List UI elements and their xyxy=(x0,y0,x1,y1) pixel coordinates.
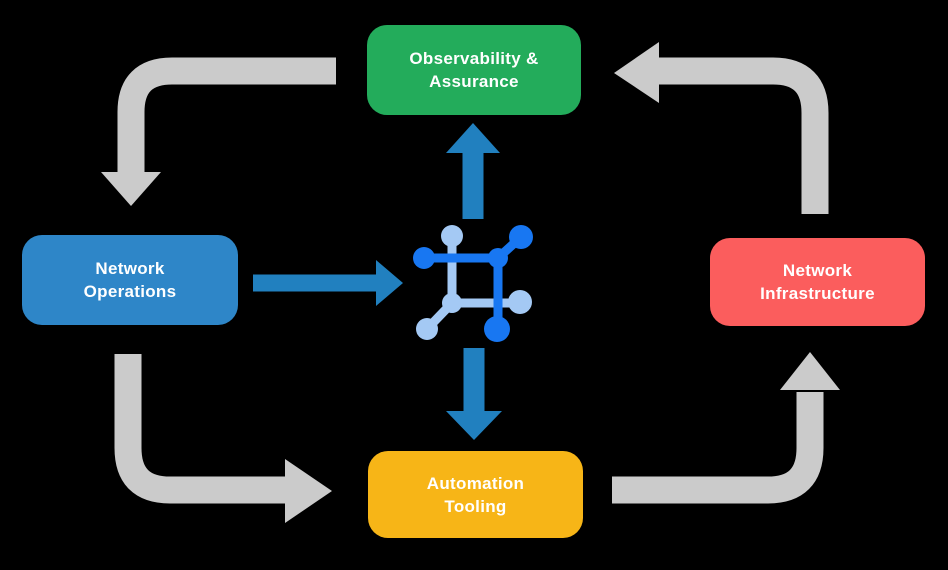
node-label-line: Assurance xyxy=(429,72,519,91)
node-network-operations: Network Operations xyxy=(22,235,238,325)
node-automation-tooling: Automation Tooling xyxy=(368,451,583,538)
node-label-line: Automation xyxy=(426,473,525,493)
node-observability-assurance: Observability & Assurance xyxy=(367,25,581,115)
node-label-line: Operations xyxy=(83,282,177,301)
node-label-line: Infrastructure xyxy=(760,284,875,303)
network-mesh-icon xyxy=(413,225,533,342)
node-label-line: Observability & xyxy=(409,49,539,68)
arrow-center-to-observability xyxy=(446,123,500,219)
arrow-operations-to-tooling xyxy=(114,354,332,523)
arrow-center-to-tooling xyxy=(446,348,502,440)
arrow-infrastructure-to-observability xyxy=(614,42,829,214)
arrow-tooling-to-infrastructure xyxy=(612,352,840,504)
node-label-line: Network xyxy=(95,259,165,278)
node-label-line: Tooling xyxy=(444,496,507,516)
node-network-infrastructure: Network Infrastructure xyxy=(710,238,925,326)
node-label-line: Network xyxy=(782,261,853,280)
arrow-operations-to-center xyxy=(253,260,403,306)
arrow-observability-to-operations xyxy=(101,57,336,206)
